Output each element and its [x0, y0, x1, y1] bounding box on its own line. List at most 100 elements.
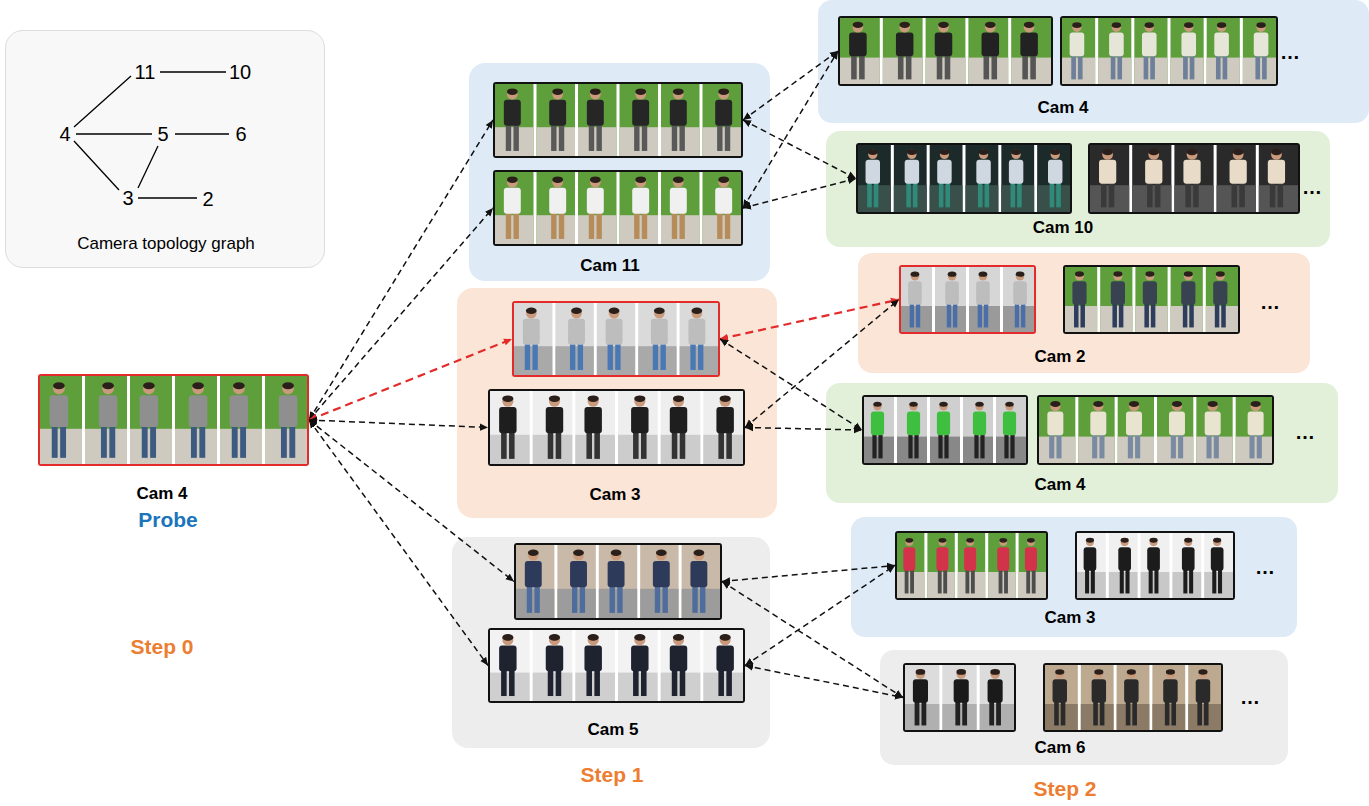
pedestrian-frame [840, 18, 880, 84]
pedestrian-frame [703, 391, 743, 464]
pedestrian-frame [40, 376, 82, 464]
probe-label: Probe [138, 508, 198, 532]
dashed-connector [309, 339, 512, 420]
camera-label: Cam 3 [589, 485, 640, 505]
pedestrian-frame [966, 145, 999, 212]
pedestrian-frame [905, 665, 939, 730]
panel-ground [818, 0, 1369, 123]
dashed-connector [309, 208, 493, 420]
pedestrian-frame [130, 376, 172, 464]
pedestrian-frame [682, 545, 720, 618]
probe-tracklet: Cam 4 [38, 374, 309, 466]
camera-panel: Cam 5 [452, 537, 770, 748]
pedestrian-frame [1132, 145, 1171, 212]
topology-edge [76, 133, 152, 134]
pedestrian-frame [703, 84, 742, 156]
panel-ground [826, 383, 1338, 503]
pedestrian-frames [897, 533, 1046, 598]
pedestrian-frame [1118, 397, 1154, 463]
pedestrian-frames [495, 84, 741, 156]
camera-label: Cam 5 [587, 720, 638, 740]
pedestrian-frame [490, 391, 530, 464]
more-ellipsis: … [1280, 41, 1300, 64]
step-label: Step 2 [1033, 777, 1096, 801]
camera-panel: …Cam 4 [818, 0, 1369, 123]
more-ellipsis: … [1295, 421, 1315, 444]
topology-node-number: 6 [235, 123, 246, 146]
pedestrian-frame [640, 545, 678, 618]
pedestrian-frame [1062, 18, 1095, 84]
pedestrian-frame [638, 303, 676, 375]
step-label: Step 0 [130, 635, 193, 659]
dashed-connector [743, 51, 838, 208]
pedestrian-frame [1039, 397, 1075, 463]
pedestrian-frame [597, 303, 635, 375]
pedestrian-frame [175, 376, 217, 464]
dashed-connector [309, 120, 493, 420]
topology-edge [175, 133, 229, 134]
pedestrian-frame [661, 630, 701, 701]
pedestrian-frame [897, 533, 924, 598]
pedestrian-frame [1081, 665, 1114, 730]
dashed-connector [745, 300, 899, 428]
panel-ground [826, 131, 1330, 247]
pedestrian-frame [942, 665, 976, 730]
pedestrian-frames [1045, 665, 1221, 730]
pedestrian-frame [575, 391, 615, 464]
tracklet [856, 143, 1072, 214]
camera-label: Cam 4 [136, 484, 187, 504]
pedestrian-frame [1117, 665, 1150, 730]
panel-ground [452, 537, 770, 748]
more-ellipsis: … [1260, 291, 1280, 314]
topology-edge [74, 76, 131, 127]
tracklet [488, 389, 745, 466]
pedestrian-frame [620, 84, 659, 156]
camera-panel: Cam 11 [469, 63, 770, 281]
pedestrian-frame [963, 397, 993, 463]
topology-edge [74, 141, 119, 190]
pedestrian-frame [680, 303, 718, 375]
pedestrian-frame [1045, 665, 1078, 730]
dashed-connector [309, 420, 514, 582]
tracklet [493, 170, 743, 246]
pedestrian-frame [980, 665, 1014, 730]
camera-label: Cam 6 [1034, 738, 1085, 758]
pedestrian-frame [864, 397, 894, 463]
pedestrian-frame [1204, 533, 1233, 598]
pedestrian-frame [557, 545, 595, 618]
pedestrian-frame [537, 172, 576, 244]
more-ellipsis: … [1255, 556, 1275, 579]
pedestrian-frame [1001, 145, 1034, 212]
pedestrian-frame [490, 630, 530, 701]
pedestrian-frames [40, 376, 307, 464]
pedestrian-frame [661, 84, 700, 156]
pedestrian-frame [575, 630, 615, 701]
pedestrian-frame [578, 172, 617, 244]
camera-label: Cam 11 [580, 256, 640, 276]
pedestrian-frame [1196, 397, 1232, 463]
pedestrian-frame [703, 630, 743, 701]
pedestrian-frames [1039, 397, 1272, 463]
pedestrian-frames [901, 267, 1034, 332]
pedestrian-frame [1141, 533, 1170, 598]
pedestrian-frame [1171, 18, 1204, 84]
pedestrian-frame [1090, 145, 1129, 212]
pedestrian-frame [1152, 665, 1185, 730]
panel-ground [5, 30, 325, 268]
tracklet [1037, 395, 1274, 465]
pedestrian-frame [930, 145, 963, 212]
panel-ground [457, 288, 777, 518]
tracklet [1088, 143, 1300, 214]
topology-node-number: 2 [202, 188, 213, 211]
pedestrian-frame [1217, 145, 1256, 212]
pedestrian-frame [1206, 267, 1238, 332]
pedestrian-frame [1188, 665, 1221, 730]
pedestrian-frames [1062, 18, 1276, 84]
dashed-connector [309, 420, 488, 666]
pedestrian-frame [495, 84, 534, 156]
camera-panel: …Cam 4 [826, 383, 1338, 503]
pedestrian-frame [495, 172, 534, 244]
pedestrian-frames [516, 545, 720, 618]
panel-ground [880, 650, 1288, 765]
tracklet [512, 301, 720, 377]
